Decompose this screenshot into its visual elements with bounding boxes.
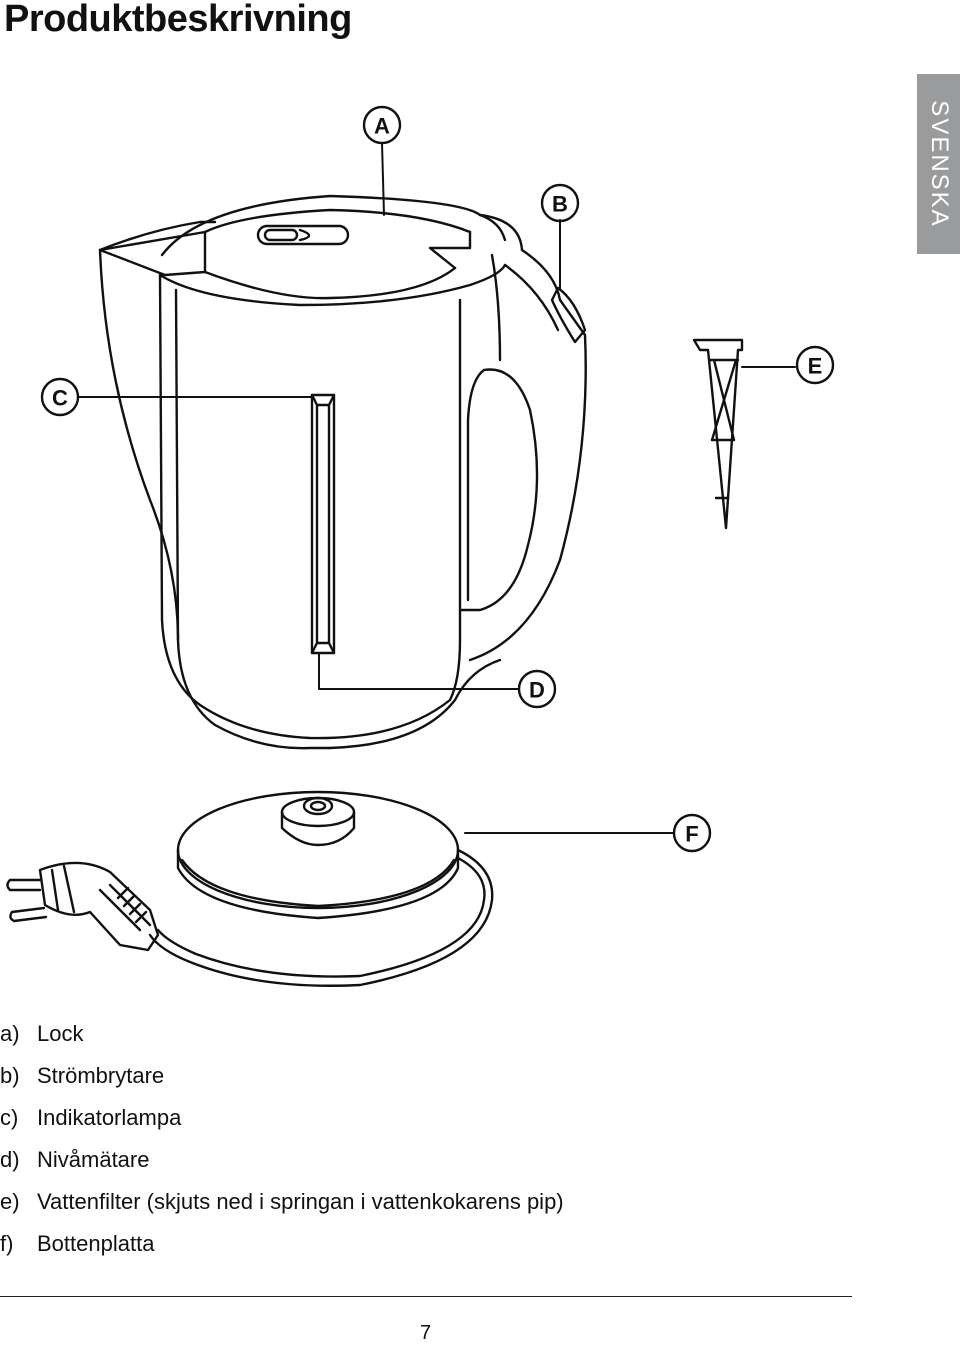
- callout-leaders: [77, 142, 796, 834]
- list-item: e) Vattenfilter (skjuts ned i springan i …: [0, 1182, 564, 1224]
- parts-list: a) Lock b) Strömbrytare c) Indikatorlampa d…: [0, 1014, 564, 1266]
- callout-e: E: [795, 345, 835, 385]
- callout-b: B: [540, 183, 580, 223]
- list-item-label: Nivåmätare: [37, 1147, 150, 1172]
- water-filter-illustration: [692, 338, 744, 530]
- list-item: b) Strömbrytare: [0, 1056, 564, 1098]
- list-item: f) Bottenplatta: [0, 1224, 564, 1266]
- list-item-letter: c): [0, 1105, 19, 1130]
- list-item-label: Bottenplatta: [37, 1231, 155, 1256]
- callout-d: D: [517, 669, 557, 709]
- list-item: c) Indikatorlampa: [0, 1098, 564, 1140]
- callout-d-label: D: [529, 678, 545, 703]
- callout-f-label: F: [685, 822, 698, 847]
- language-tab: SVENSKA: [917, 74, 960, 254]
- list-item-letter: b): [0, 1063, 20, 1088]
- callout-e-label: E: [808, 354, 823, 379]
- language-tab-label: SVENSKA: [925, 100, 953, 228]
- kettle-illustration: [98, 194, 587, 750]
- list-item-label: Strömbrytare: [37, 1063, 165, 1088]
- list-item-letter: e): [0, 1189, 20, 1214]
- kettle-diagram: A B C E D F: [6, 105, 835, 987]
- callout-c: C: [40, 377, 80, 417]
- list-item: a) Lock: [0, 1014, 564, 1056]
- list-item: d) Nivåmätare: [0, 1140, 564, 1182]
- callout-a-label: A: [374, 114, 390, 139]
- callout-f: F: [672, 813, 712, 853]
- page-title: Produktbeskrivning: [4, 0, 352, 40]
- callout-a: A: [362, 105, 402, 145]
- list-item-label: Vattenfilter (skjuts ned i springan i va…: [37, 1189, 564, 1214]
- list-item-letter: f): [0, 1231, 14, 1256]
- base-plate-illustration: [6, 790, 494, 987]
- callout-b-label: B: [552, 192, 568, 217]
- callout-c-label: C: [52, 386, 68, 411]
- list-item-label: Lock: [37, 1021, 84, 1046]
- footer-divider: [0, 1296, 852, 1297]
- list-item-letter: a): [0, 1021, 20, 1046]
- list-item-label: Indikatorlampa: [37, 1105, 182, 1130]
- list-item-letter: d): [0, 1147, 20, 1172]
- page-number: 7: [420, 1322, 432, 1344]
